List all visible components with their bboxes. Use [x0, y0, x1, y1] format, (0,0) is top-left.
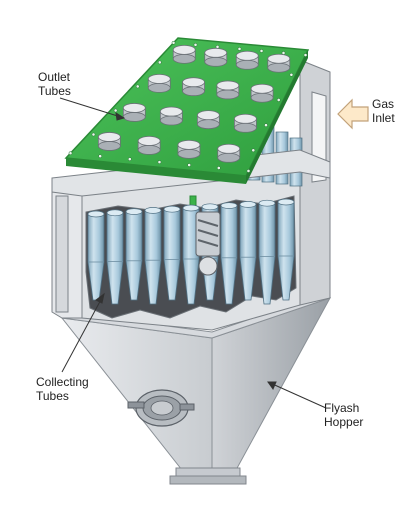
outlet-tube [267, 53, 291, 73]
collecting-tubes-label-line2: Tubes [36, 389, 69, 403]
outlet-tube [182, 77, 205, 97]
plate-bolt [246, 169, 251, 173]
plate-bolt [113, 108, 118, 113]
collecting-tube [258, 199, 276, 305]
plate-bolt [303, 53, 308, 57]
outlet-tube [204, 47, 228, 67]
plate-bolt [157, 160, 162, 164]
flyash-hopper-leader [267, 381, 327, 409]
collecting-tubes-leader [61, 293, 105, 373]
outlet-tube [137, 135, 161, 155]
collecting-tube [182, 204, 200, 305]
outlet-tube [122, 103, 146, 122]
plate-bolt [135, 84, 140, 89]
plate-bolt [98, 154, 102, 159]
collecting-tubes-label: Collecting Tubes [36, 375, 89, 403]
collecting-tube [239, 201, 257, 301]
outlet-tube [217, 143, 241, 163]
hopper-outlet-base [169, 475, 247, 485]
collecting-tube [125, 208, 143, 301]
plate-bolt [68, 151, 73, 156]
outlet-tubes-label-line2: Tubes [38, 84, 71, 98]
plate-bolt [237, 47, 242, 51]
plate-bolt [91, 132, 96, 137]
plate-bolt [127, 157, 132, 161]
plate-bolt [193, 42, 198, 47]
plate-bolt [289, 72, 294, 77]
collecting-tube [163, 205, 181, 301]
left-support-leg [55, 195, 69, 313]
gas-inlet-arrow [337, 98, 369, 130]
outlet-tube-sheet [64, 37, 310, 184]
outlet-tube [196, 110, 220, 130]
outlet-tube [250, 83, 274, 103]
plate-front-edge [66, 158, 246, 184]
plate-bolt [251, 148, 256, 153]
flyash-hopper-label-line2: Hopper [324, 415, 364, 429]
gas-inlet-label-line1: Gas [372, 97, 395, 111]
collecting-tube [220, 202, 238, 305]
outlet-tubes-label-line1: Outlet [38, 70, 71, 84]
access-door [127, 389, 195, 427]
plate-bolt [276, 98, 281, 102]
outlet-tubes-label: Outlet Tubes [38, 70, 71, 98]
outlet-tube [234, 113, 257, 133]
leader-lines [59, 97, 327, 409]
collecting-tubes-leader-head [95, 292, 105, 304]
outlet-tube [216, 80, 240, 100]
collecting-tube [106, 209, 124, 305]
plate-right-edge [246, 50, 308, 184]
outlet-tube [97, 132, 121, 151]
plate-bolt [259, 49, 264, 53]
gas-inlet-label: Gas Inlet [372, 97, 395, 125]
flyash-hopper-leader-head [267, 381, 277, 391]
collecting-tube [144, 207, 162, 305]
flyash-hopper-label-line1: Flyash [324, 401, 360, 415]
collecting-tube [277, 198, 295, 301]
gas-inlet-label-line2: Inlet [372, 111, 395, 125]
plate-bolt [216, 166, 221, 170]
outlet-tube [147, 73, 171, 93]
inlet-vane [195, 211, 221, 276]
collecting-tubes-label-line1: Collecting [36, 375, 89, 389]
plate-bolt [157, 60, 162, 65]
outlet-tube [177, 139, 201, 159]
plate-bolt [264, 123, 268, 127]
outlet-tubes-leader-head [115, 112, 126, 121]
flyash-hopper-label: Flyash Hopper [324, 401, 363, 429]
outlet-tubes-group [97, 44, 291, 163]
plate-bolt [187, 163, 191, 167]
outlet-tube [172, 44, 196, 64]
outlet-tube [159, 106, 183, 126]
plate-bolt [171, 40, 176, 45]
outlet-tube [235, 50, 259, 70]
outlet-tubes-leader [59, 97, 125, 119]
plate-bolts [68, 40, 308, 173]
